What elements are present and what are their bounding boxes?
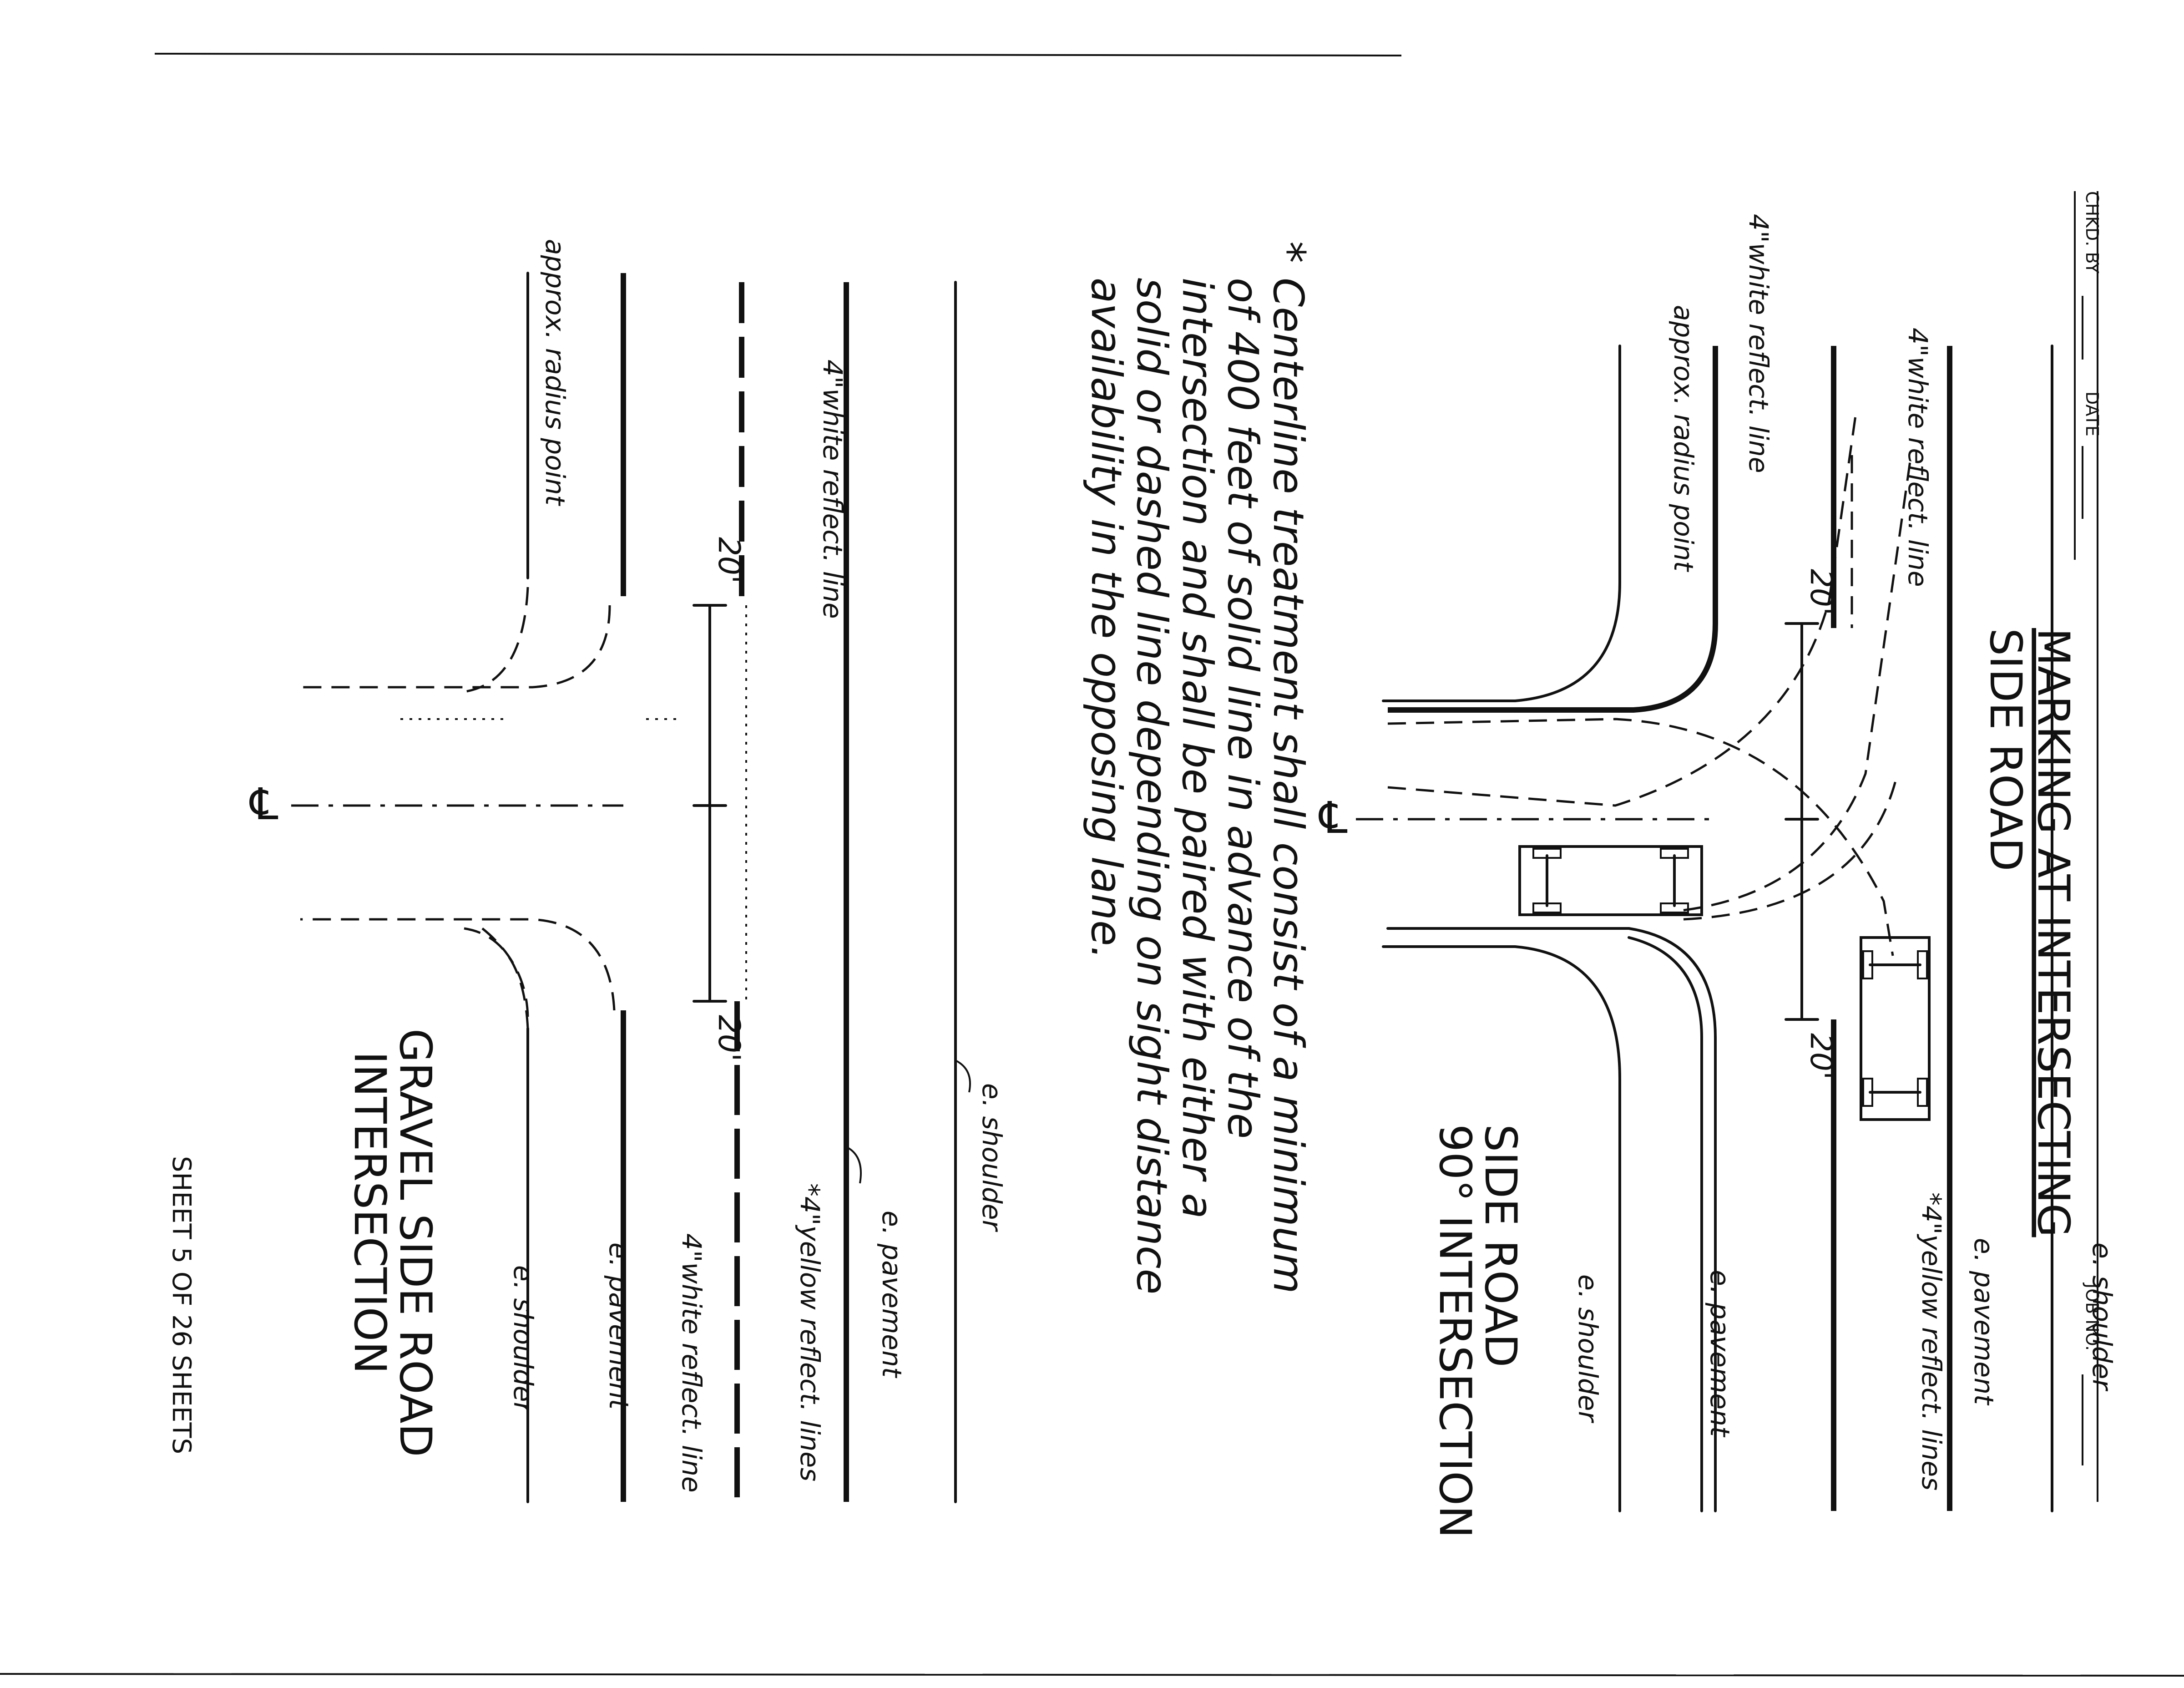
label-e-pavement-right: e. pavement bbox=[1968, 1238, 1999, 1406]
e-shoulder-left-upper bbox=[1382, 345, 1621, 702]
bottom-diagram-title-2: INTERSECTION bbox=[344, 1051, 395, 1374]
side-road-90-intersection: ℄ 20' 20' bbox=[1319, 214, 2118, 1538]
gravel-side-road-intersection: ℄ 20' 20' 4"white reflect. line approx. … bbox=[249, 239, 1007, 1503]
g-radius-lower-3 bbox=[481, 928, 529, 1020]
note-line-3: intersection and shall be paired with ei… bbox=[1173, 278, 1222, 1219]
note-line-5: availability in the opposing lane. bbox=[1082, 278, 1131, 959]
vehicle-main-road bbox=[1860, 936, 1931, 1121]
centerline-note: * Centerline treatment shall consist of … bbox=[1082, 241, 1314, 1294]
g-label-e-shoulder-left: e. shoulder bbox=[508, 1265, 539, 1414]
e-pavement-left-lower-inner bbox=[1628, 936, 1703, 1512]
g-label-yellow-lines: *4"yellow reflect. lines bbox=[794, 1183, 825, 1481]
note-line-2: of 400 feet of solid line in advance of … bbox=[1218, 278, 1267, 1139]
turn-path-2 bbox=[1387, 409, 1858, 807]
note-line-1: Centerline treatment shall consist of a … bbox=[1264, 278, 1313, 1294]
g-label-white-line-bottom: 4"white reflect. line bbox=[676, 1233, 707, 1493]
g-radius-lower-2 bbox=[464, 927, 529, 1029]
job-no-label: JOB NO. bbox=[2082, 1282, 2102, 1351]
turn-path-4 bbox=[1683, 773, 1899, 921]
top-diagram-title: SIDE ROAD bbox=[1475, 1124, 1526, 1368]
g-label-e-pavement-left: e. pavement bbox=[603, 1242, 634, 1410]
g-radius-upper-1 bbox=[300, 605, 611, 689]
g-dim-20-bottom: 20' bbox=[712, 1015, 747, 1061]
g-label-e-pavement-right: e. pavement bbox=[876, 1211, 907, 1379]
g-cl-symbol: ℄ bbox=[249, 779, 278, 830]
note-star: * bbox=[1264, 241, 1314, 263]
dim-20-bottom: 20' bbox=[1804, 1033, 1839, 1080]
vehicle-side-road bbox=[1518, 845, 1703, 916]
e-pavement-left-upper bbox=[1388, 346, 1718, 713]
e-shoulder-left-lower bbox=[1382, 945, 1621, 1512]
chkd-by-label: CHKD. BY bbox=[2082, 191, 2102, 274]
top-diagram-title-2: 90° INTERSECTION bbox=[1430, 1124, 1481, 1538]
label-yellow-lines-top: *4"yellow reflect. lines bbox=[1916, 1192, 1947, 1490]
g-radius-lower-1 bbox=[300, 918, 616, 1011]
turn-path-1 bbox=[1387, 718, 1894, 956]
cl-symbol-top: ℄ bbox=[1319, 792, 1348, 843]
sheet-number: SHEET 5 OF 26 SHEETS bbox=[167, 1156, 196, 1454]
date-label: DATE bbox=[2082, 391, 2102, 436]
sheet-number-text: SHEET 5 OF 26 SHEETS bbox=[167, 1156, 196, 1454]
scan-bottom-line bbox=[0, 1673, 2184, 1677]
note-line-4: solid or dashed line depending on sight … bbox=[1127, 278, 1176, 1294]
e-pavement-left-lower bbox=[1386, 927, 1717, 1512]
label-e-pavement-left: e. pavement bbox=[1704, 1270, 1735, 1438]
bottom-diagram-title: GRAVEL SIDE ROAD bbox=[390, 1029, 441, 1457]
g-label-radius-point: approx. radius point bbox=[540, 239, 571, 507]
drawing-subtitle: SIDE ROAD bbox=[1980, 628, 2031, 872]
g-leader-shoulder bbox=[955, 1059, 971, 1093]
label-e-shoulder-right: e. shoulder bbox=[2087, 1242, 2118, 1391]
g-label-white-line-top: 4"white reflect. line bbox=[817, 360, 848, 619]
label-white-line-side: 4"white reflect. line bbox=[1743, 214, 1774, 473]
label-e-shoulder-left: e. shoulder bbox=[1572, 1274, 1603, 1423]
dim-20-top: 20' bbox=[1804, 569, 1839, 615]
label-white-line-top: 4"white reflect. line bbox=[1902, 328, 1933, 587]
label-radius-point-top: approx. radius point bbox=[1668, 305, 1699, 573]
g-label-e-shoulder-right: e. shoulder bbox=[976, 1083, 1007, 1232]
scan-top-line bbox=[154, 53, 1402, 56]
g-leader-pavement bbox=[846, 1146, 862, 1184]
g-radius-upper-2 bbox=[464, 587, 529, 693]
g-dim-20-top: 20' bbox=[712, 537, 747, 583]
